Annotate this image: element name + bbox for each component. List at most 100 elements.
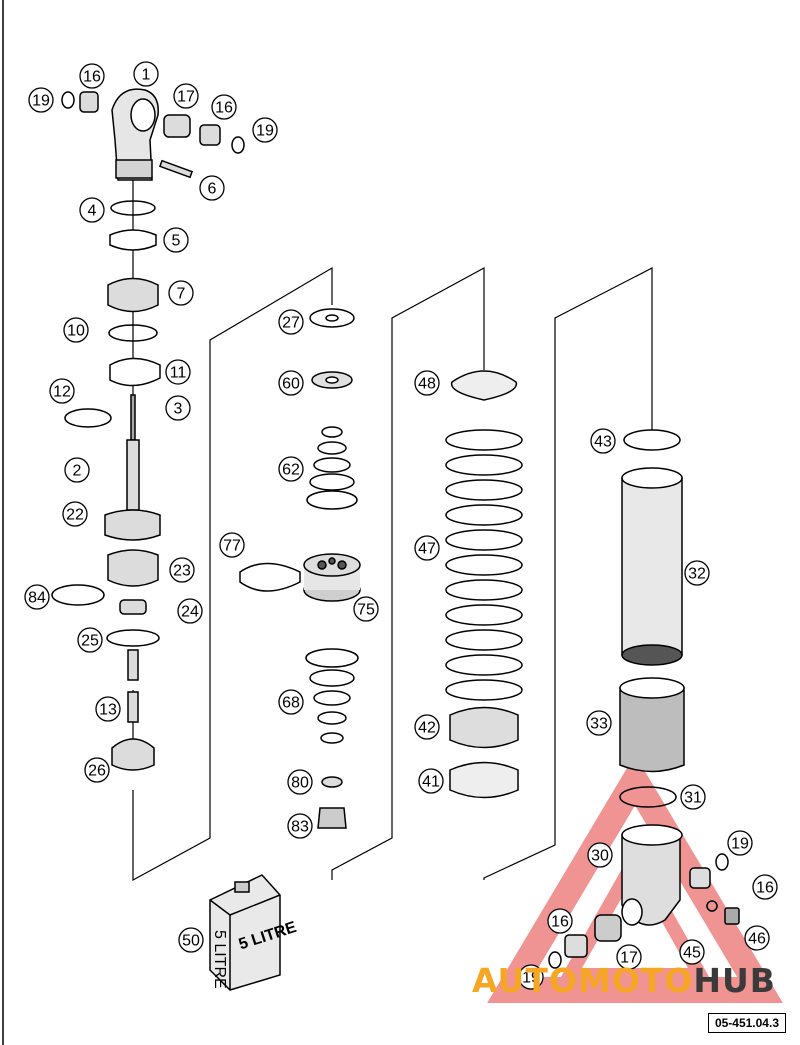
callout-label: 50: [182, 933, 200, 950]
callout-68: 68: [278, 689, 304, 715]
callout-16: 16: [752, 874, 778, 900]
callout-41: 41: [418, 768, 444, 794]
callout-label: 33: [590, 716, 608, 733]
callout-30: 30: [587, 842, 613, 868]
rebound-cap-26: [111, 738, 155, 771]
callout-label: 80: [291, 775, 309, 792]
callout-43: 43: [590, 428, 616, 454]
callout-label: 17: [177, 89, 195, 106]
callout-label: 4: [88, 203, 97, 220]
collar-11: [109, 357, 161, 387]
callout-19: 19: [518, 964, 544, 990]
piston-ring-77: [239, 562, 301, 592]
callout-label: 27: [282, 315, 300, 332]
ring-4: [110, 200, 156, 216]
bump-cup-22: [104, 509, 161, 541]
lock-ring-41: [449, 761, 519, 799]
circlip-12: [64, 408, 112, 428]
washer-24: [119, 599, 147, 615]
rod-end-lower: [127, 649, 139, 681]
spring-47: [445, 429, 523, 701]
callout-label: 47: [418, 541, 436, 558]
callout-83: 83: [287, 813, 313, 839]
callout-17: 17: [616, 944, 642, 970]
reference-code: 05-451.04.3: [707, 1013, 786, 1033]
bushing-16-top-left: [79, 91, 99, 113]
callout-5: 5: [163, 227, 189, 253]
callout-4: 4: [79, 197, 105, 223]
piston-23: [107, 549, 159, 587]
callout-label: 5: [172, 233, 181, 250]
callout-12: 12: [49, 378, 75, 404]
callout-10: 10: [63, 317, 89, 343]
main-piston-75: [303, 553, 361, 602]
oring-84: [51, 584, 105, 606]
callout-label: 83: [291, 819, 309, 836]
callout-label: 62: [282, 462, 300, 479]
adjuster-nut-7: [107, 277, 159, 313]
clip-5: [109, 229, 157, 251]
callout-label: 46: [748, 931, 766, 948]
bushing-16-lower-left: [564, 934, 588, 958]
callout-23: 23: [169, 557, 195, 583]
needle-3: [130, 394, 136, 441]
callout-7: 7: [168, 280, 194, 306]
callout-label: 10: [67, 323, 85, 340]
callout-label: 16: [756, 880, 774, 897]
callout-label: 25: [81, 633, 99, 650]
oring-19-top-left: [61, 91, 75, 109]
callout-46: 46: [744, 925, 770, 951]
callout-label: 19: [731, 836, 749, 853]
callout-17: 17: [173, 83, 199, 109]
oring-19-top-right: [231, 136, 245, 154]
callout-label: 2: [73, 463, 82, 480]
callout-60: 60: [278, 370, 304, 396]
callout-label: 31: [684, 790, 702, 807]
callout-label: 7: [177, 286, 186, 303]
circlip-43: [623, 429, 681, 451]
oring-19-lower-left: [548, 951, 562, 969]
callout-label: 24: [181, 604, 199, 621]
callout-label: 19: [256, 123, 274, 140]
piston-rod-2: [126, 439, 140, 511]
callout-label: 19: [32, 93, 50, 110]
washer-80: [321, 776, 343, 788]
callout-6: 6: [199, 175, 225, 201]
pin-6: [158, 159, 194, 179]
callout-16: 16: [211, 94, 237, 120]
bolt-13: [127, 691, 139, 723]
oil-can-side-label: 5 LITRE: [211, 930, 228, 989]
callout-42: 42: [414, 714, 440, 740]
callout-19: 19: [28, 87, 54, 113]
callout-label: 26: [88, 763, 106, 780]
bushing-16-lower-right: [689, 867, 711, 889]
callout-2: 2: [64, 457, 90, 483]
callout-32: 32: [684, 560, 710, 586]
callout-label: 75: [357, 602, 375, 619]
callout-label: 3: [174, 401, 183, 418]
callout-label: 23: [173, 563, 191, 580]
ring-10: [108, 324, 158, 342]
damper-top-eye: [111, 88, 159, 181]
adjuster-ring-42: [449, 706, 519, 749]
callout-label: 45: [683, 945, 701, 962]
ring-25: [106, 629, 160, 647]
callout-label: 13: [99, 702, 117, 719]
oring-19-lower-right: [715, 853, 729, 871]
callout-label: 19: [522, 970, 540, 987]
callout-84: 84: [24, 584, 50, 610]
bearing-17-top: [163, 114, 191, 138]
spring-retainer-48: [450, 370, 518, 401]
callout-label: 16: [83, 69, 101, 86]
callout-label: 16: [551, 914, 569, 931]
callout-45: 45: [679, 939, 705, 965]
callout-25: 25: [77, 627, 103, 653]
callout-11: 11: [165, 359, 191, 385]
callout-24: 24: [177, 598, 203, 624]
callout-19: 19: [252, 117, 278, 143]
callout-label: 43: [594, 434, 612, 451]
callout-16: 16: [79, 63, 105, 89]
shim-stack-62: [306, 426, 358, 510]
